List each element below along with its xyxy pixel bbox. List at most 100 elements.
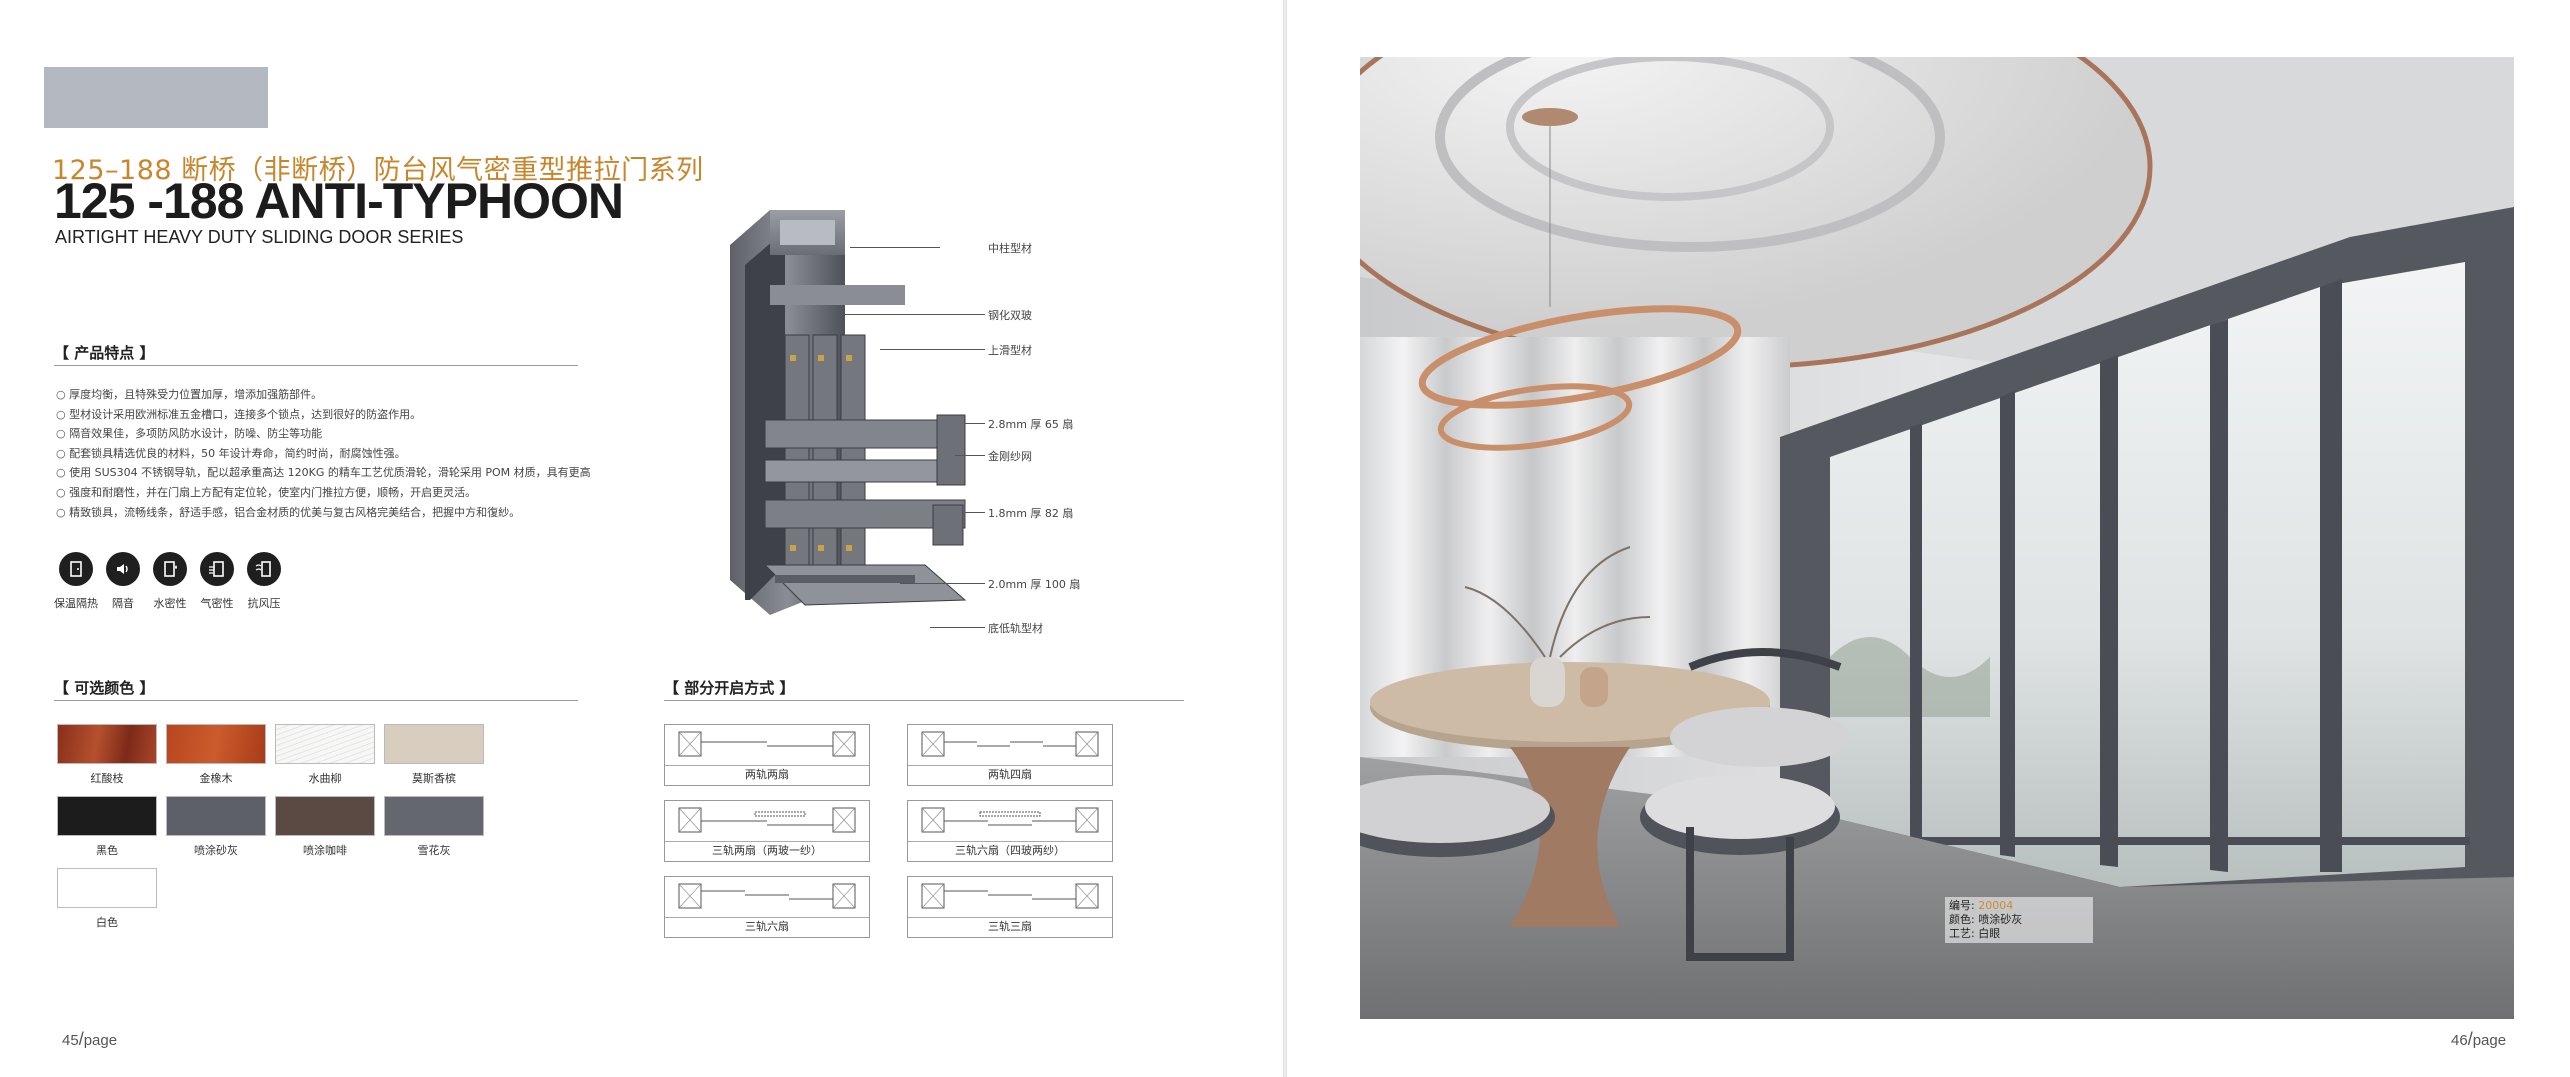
spine-gutter (1283, 0, 1287, 1077)
color-swatch: 雪花灰 (384, 796, 484, 858)
feature-icon-item: 抗风压 (246, 552, 282, 611)
product-info-box: 编号: 20004 颜色: 喷涂砂灰 工艺: 白眼 (1945, 897, 2093, 943)
opening-diagram: 三轨六扇 (664, 876, 870, 938)
color-swatch: 喷涂咖啡 (275, 796, 375, 858)
callout-leader (955, 455, 985, 456)
opening-diagram: 三轨六扇（四玻两纱） (907, 800, 1113, 862)
opening-diagram: 两轨两扇 (664, 724, 870, 786)
feature-item: 强度和耐磨性，并在门扇上方配有定位轮，使室内门推拉方便，顺畅，开启更灵活。 (56, 483, 616, 503)
page-number-value: 45 (62, 1032, 79, 1049)
callout-label: 钢化双玻 (988, 309, 1032, 322)
callout-label: 2.8mm 厚 65 扇 (988, 418, 1074, 431)
swatch-chip (275, 724, 375, 764)
swatch-name: 金橡木 (199, 772, 233, 785)
swatch-name: 红酸枝 (90, 772, 124, 785)
feature-icon-label: 隔音 (112, 597, 134, 610)
info-color-value: 喷涂砂灰 (1978, 913, 2023, 926)
feature-item: 配套锁具精选优良的材料，50 年设计寿命，简约时尚，耐腐蚀性强。 (56, 444, 616, 464)
info-craft: 工艺: 白眼 (1949, 927, 2001, 940)
swatch-name: 白色 (96, 916, 118, 929)
colors-divider (54, 700, 578, 701)
callout-label: 底低轨型材 (988, 622, 1043, 635)
swatch-chip (275, 796, 375, 836)
color-swatch: 喷涂砂灰 (166, 796, 266, 858)
feature-icon-item: 气密性 (199, 552, 235, 611)
feature-item: 厚度均衡，且特殊受力位置加厚，增添加强筋部件。 (56, 385, 616, 405)
interior-photo (1360, 57, 2514, 1019)
opening-label: 三轨三扇 (988, 920, 1032, 933)
swatch-chip (57, 796, 157, 836)
title-english: 125 -188 ANTI-TYPHOON (54, 173, 624, 229)
callout-label: 1.8mm 厚 82 扇 (988, 507, 1074, 520)
door-insulation-icon (59, 552, 93, 586)
opening-separator (908, 765, 1112, 766)
dining-room-scene (1360, 57, 2514, 1019)
feature-icon-label: 水密性 (153, 597, 187, 610)
feature-item: 隔音效果佳，多项防风防水设计，防噪、防尘等功能 (56, 424, 616, 444)
features-divider (54, 365, 578, 366)
callout-label: 中柱型材 (988, 242, 1032, 255)
callout-leader (900, 583, 985, 584)
swatch-name: 喷涂砂灰 (194, 844, 238, 857)
swatch-chip (384, 796, 484, 836)
opening-schematic (678, 883, 856, 909)
callout-leader (850, 247, 940, 248)
feature-icon-item: 保温隔热 (54, 552, 98, 611)
callout-label: 2.0mm 厚 100 扇 (988, 578, 1081, 591)
opening-label: 三轨两扇（两玻一纱） (712, 844, 822, 857)
opening-label: 两轨四扇 (988, 768, 1032, 781)
opening-diagram: 三轨两扇（两玻一纱） (664, 800, 870, 862)
callout-leader (845, 314, 985, 315)
swatch-chip (384, 724, 484, 764)
wind-resistance-icon (247, 552, 281, 586)
swatch-chip (166, 796, 266, 836)
feature-item: 使用 SUS304 不锈钢导轨，配以超承重高达 120KG 的精车工艺优质滑轮，… (56, 463, 616, 483)
callout-label: 上滑型材 (988, 344, 1032, 357)
header-color-block (44, 67, 268, 128)
features-heading: 【 产品特点 】 (54, 344, 155, 362)
feature-icon-item: 水密性 (152, 552, 188, 611)
color-swatch: 白色 (57, 868, 157, 930)
swatch-chip (57, 724, 157, 764)
feature-icon-label: 气密性 (200, 597, 234, 610)
feature-item: 精致锁具，流畅线条，舒适手感，铝合金材质的优美与复古风格完美结合，把握中方和復紗… (56, 503, 616, 523)
opening-diagram: 两轨四扇 (907, 724, 1113, 786)
sound-insulation-icon (106, 552, 140, 586)
color-swatch: 金橡木 (166, 724, 266, 786)
swatch-chip (166, 724, 266, 764)
page-number-value: 46 (2451, 1032, 2468, 1049)
opening-schematic (678, 807, 856, 833)
left-page: 125–188 断桥（非断桥）防台风气密重型推拉门系列 125 -188 ANT… (0, 0, 1283, 1077)
page-number-right: 46/page (2451, 1029, 2507, 1049)
feature-icons-row: 保温隔热 隔音 水密性 气密性 抗风压 (54, 552, 282, 611)
feature-icon-item: 隔音 (105, 552, 141, 611)
opening-heading: 【 部分开启方式 】 (664, 679, 795, 697)
color-swatch: 水曲柳 (275, 724, 375, 786)
info-craft-value: 白眼 (1978, 927, 2001, 940)
callout-leader (930, 627, 985, 628)
opening-schematic (921, 883, 1099, 909)
swatch-name: 莫斯香槟 (412, 772, 456, 785)
color-swatch: 莫斯香槟 (384, 724, 484, 786)
features-list: 厚度均衡，且特殊受力位置加厚，增添加强筋部件。 型材设计采用欧洲标准五金槽口，连… (56, 385, 616, 522)
color-swatch: 红酸枝 (57, 724, 157, 786)
page-word: page (83, 1032, 118, 1049)
swatch-name: 水曲柳 (308, 772, 342, 785)
opening-separator (908, 841, 1112, 842)
swatch-name: 喷涂咖啡 (303, 844, 347, 857)
opening-schematic (678, 731, 856, 757)
info-color: 颜色: 喷涂砂灰 (1949, 913, 2023, 926)
info-code: 编号: 20004 (1949, 899, 2014, 912)
title-chinese: 125–188 断桥（非断桥）防台风气密重型推拉门系列 (52, 155, 704, 186)
info-code-value: 20004 (1978, 899, 2014, 912)
feature-item: 型材设计采用欧洲标准五金槽口，连接多个锁点，达到很好的防盗作用。 (56, 405, 616, 425)
page-word: page (2472, 1032, 2507, 1049)
colors-heading: 【 可选颜色 】 (54, 679, 155, 697)
swatch-chip (57, 868, 157, 908)
opening-separator (665, 841, 869, 842)
opening-divider (664, 700, 1184, 701)
callout-leader (965, 512, 985, 513)
callout-leader (880, 349, 985, 350)
opening-label: 两轨两扇 (745, 768, 789, 781)
callout-leader (965, 423, 985, 424)
